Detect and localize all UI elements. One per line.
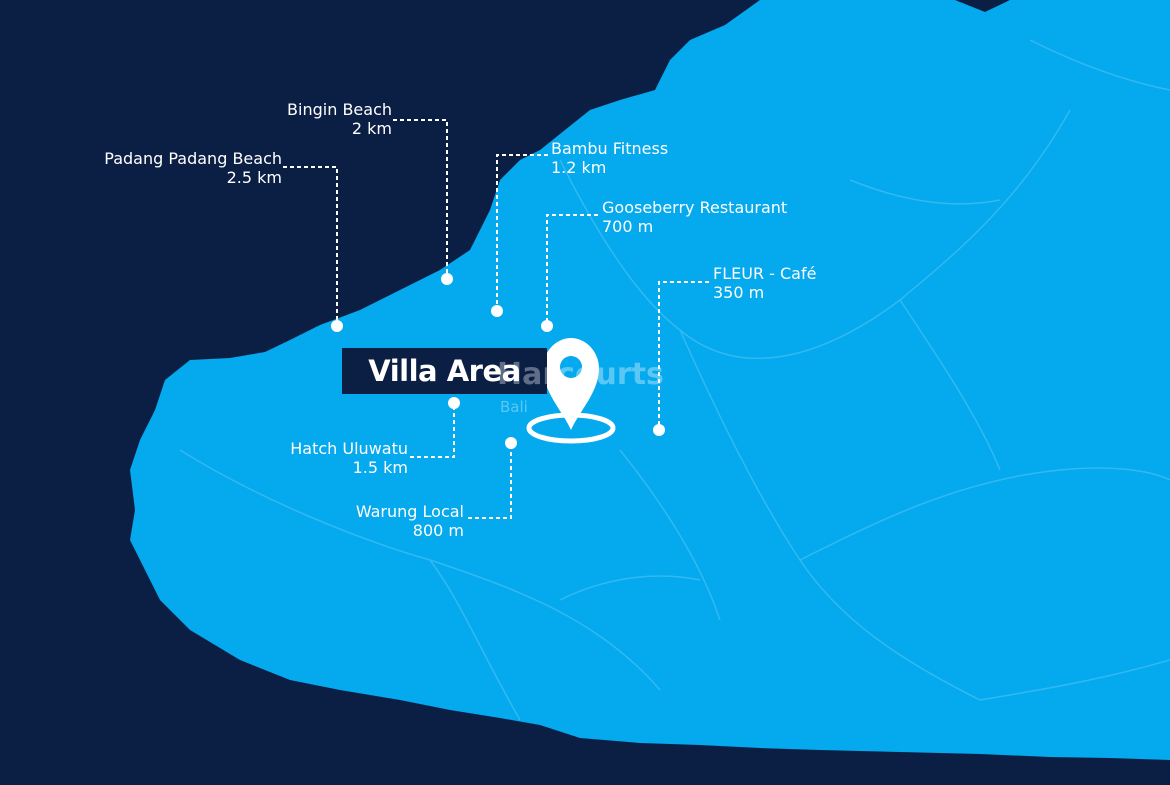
road-network — [179, 39, 1170, 721]
place-label-fleur-cafe[interactable]: FLEUR - Café 350 m — [713, 264, 816, 302]
place-label-bingin-beach[interactable]: Bingin Beach 2 km — [230, 100, 392, 138]
place-dots — [331, 273, 665, 449]
place-distance: 1.2 km — [551, 158, 607, 177]
place-distance: 800 m — [412, 521, 464, 540]
place-label-bambu-fitness[interactable]: Bambu Fitness 1.2 km — [551, 139, 668, 177]
place-dot[interactable] — [653, 424, 665, 436]
location-pin-icon[interactable] — [526, 338, 616, 444]
place-label-padang-padang-beach[interactable]: Padang Padang Beach 2.5 km — [62, 149, 282, 187]
place-name: Bambu Fitness — [551, 139, 669, 158]
place-dot[interactable] — [505, 437, 517, 449]
inlet — [955, 0, 1010, 12]
place-dot[interactable] — [448, 397, 460, 409]
watermark-sub: Bali — [500, 398, 528, 416]
place-dot[interactable] — [491, 305, 503, 317]
place-distance: 1.5 km — [352, 458, 408, 477]
place-dot[interactable] — [541, 320, 553, 332]
place-distance: 700 m — [602, 217, 654, 236]
place-label-warung-local[interactable]: Warung Local 800 m — [300, 502, 464, 540]
connector-lines — [283, 119, 709, 519]
villa-area-label: Villa Area — [342, 348, 547, 394]
place-label-gooseberry-restaurant[interactable]: Gooseberry Restaurant 700 m — [602, 198, 787, 236]
place-name: FLEUR - Café — [713, 264, 817, 283]
place-name: Hatch Uluwatu — [290, 439, 408, 458]
land-mass — [130, 0, 1170, 760]
watermark: Harcourts — [497, 357, 664, 392]
place-name: Bingin Beach — [287, 100, 392, 119]
place-name: Warung Local — [355, 502, 464, 521]
place-distance: 2 km — [351, 119, 392, 138]
place-dot[interactable] — [441, 273, 453, 285]
place-name: Padang Padang Beach — [104, 149, 282, 168]
place-dot[interactable] — [331, 320, 343, 332]
place-label-hatch-uluwatu[interactable]: Hatch Uluwatu 1.5 km — [250, 439, 408, 477]
place-name: Gooseberry Restaurant — [602, 198, 788, 217]
place-distance: 350 m — [713, 283, 765, 302]
place-distance: 2.5 km — [226, 168, 282, 187]
